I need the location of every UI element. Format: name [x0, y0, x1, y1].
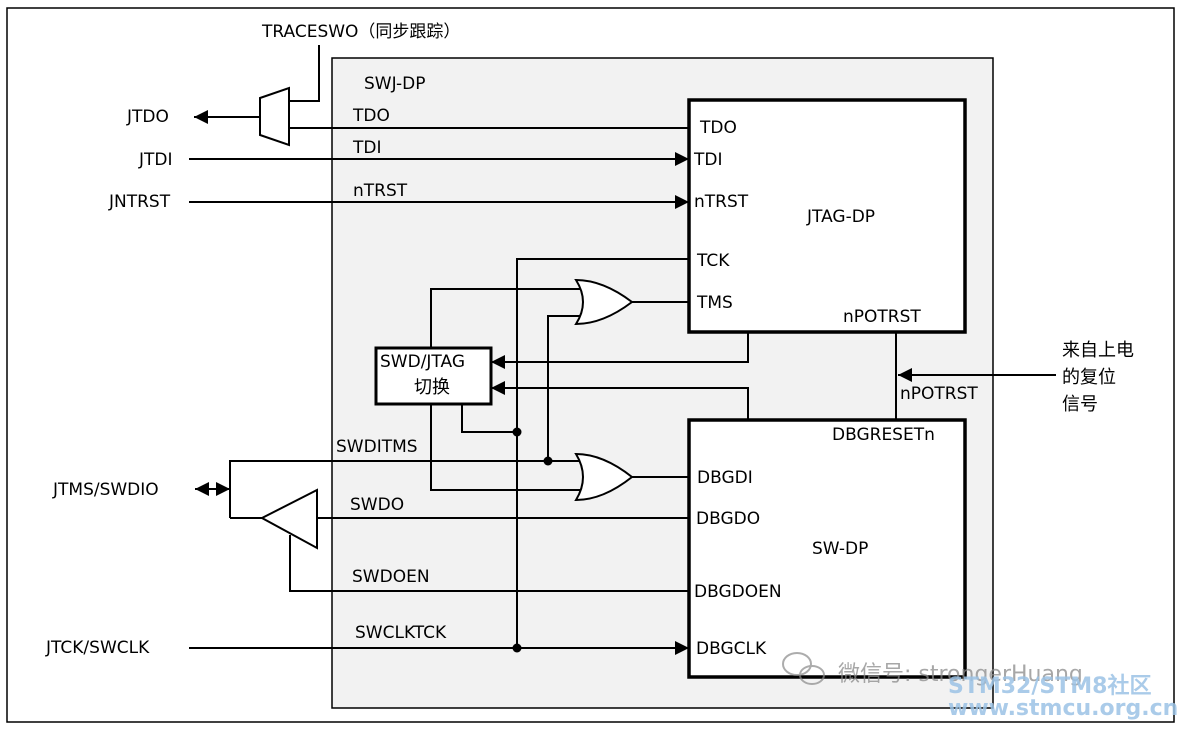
jtag-port-tms: TMS [696, 293, 733, 313]
swditms-junction [543, 456, 553, 466]
sw-port-dbgclk: DBGCLK [696, 639, 767, 659]
sw-port-dbgdoen: DBGDOEN [694, 582, 782, 602]
traceswo-label: TRACESWO（同步跟踪） [261, 22, 460, 42]
jtag-to-switch-wire [491, 332, 749, 369]
jtag-port-tck: TCK [696, 251, 730, 271]
sw-port-dbgdi: DBGDI [697, 468, 753, 488]
sw-dp-title: SW-DP [812, 539, 868, 559]
swditms-to-or1-wire [547, 315, 580, 461]
jtag-port-ntrst: nTRST [694, 192, 749, 212]
jtag-port-npotrst: nPOTRST [843, 307, 921, 327]
sw-port-dbgdo: DBGDO [696, 509, 760, 529]
switch-to-or2-wire [430, 404, 580, 491]
jtag-dp-box [687, 98, 967, 334]
wechat-watermark: 微信号: strongerHuang [838, 662, 1083, 687]
jtdo-pin-label: JTDO [126, 107, 169, 127]
tms-or-gate [574, 278, 634, 326]
switch-to-clk-wire [461, 404, 517, 433]
swditms-label: SWDITMS [336, 437, 418, 457]
poweron-reset-line3: 信号 [1062, 394, 1098, 415]
switch-label-line2: 切换 [414, 377, 450, 398]
ntrst-wire-label: nTRST [353, 181, 408, 201]
tdo-mux [259, 86, 290, 147]
jtdi-pin-label: JTDI [138, 150, 173, 170]
jtck-swclk-pin-label: JTCK/SWCLK [45, 638, 150, 658]
swd-jtag-switch-box [374, 346, 493, 406]
jtms-swdio-pin-label: JTMS/SWDIO [52, 480, 159, 500]
forum-watermark: STM32/STM8社区 [948, 673, 1151, 699]
swclktck-label: SWCLKTCK [355, 623, 447, 643]
wechat-icon [782, 652, 825, 685]
tdi-wire-label: TDI [352, 138, 382, 158]
jtag-dp-title: JTAG-DP [806, 207, 875, 227]
traceswo-wire [289, 45, 320, 102]
npotrst-ext-label: nPOTRST [900, 384, 978, 404]
sw-dp-box [687, 418, 967, 679]
poweron-reset-line2: 的复位 [1062, 367, 1116, 388]
swj-dp-label: SWJ-DP [364, 74, 425, 94]
swdp-to-switch-wire [491, 381, 749, 420]
poweron-reset-line1: 来自上电 [1062, 340, 1134, 361]
url-watermark: www.stmcu.org.cn [948, 696, 1178, 721]
swdoen-label: SWDOEN [352, 567, 430, 587]
jtag-port-tdi: TDI [693, 150, 723, 170]
outer-frame [6, 7, 1175, 723]
jtag-port-tdo: TDO [699, 118, 737, 138]
clk-junction-lower [512, 643, 522, 653]
tdo-wire-label: TDO [352, 106, 390, 126]
dbgdi-or-gate [574, 452, 634, 502]
swdoen-wire [289, 535, 689, 592]
switch-label-line1: SWD/JTAG [380, 352, 465, 372]
swdo-label: SWDO [350, 495, 404, 515]
clk-junction-upper [512, 427, 522, 437]
switch-to-or1-wire [430, 288, 580, 350]
sw-port-dbgreset: DBGRESETn [832, 425, 935, 445]
swditms-wire [229, 460, 580, 518]
jntrst-pin-label: JNTRST [108, 192, 171, 212]
